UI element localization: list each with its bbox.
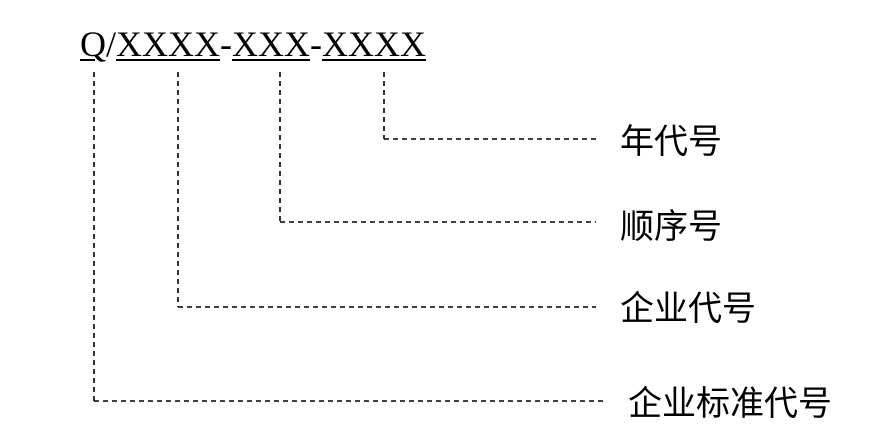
code-enterprise-segment: XXXX (116, 24, 221, 64)
code-prefix: Q (80, 24, 106, 64)
label-year-code: 年代号 (620, 122, 722, 162)
code-sequence-segment: XXX (232, 24, 311, 64)
code-year-segment: XXXX (322, 24, 427, 64)
code-slash: / (106, 24, 117, 64)
label-enterprise-standard-code: 企业标准代号 (628, 384, 832, 424)
code-dash-2: - (310, 24, 323, 64)
standard-code: Q/XXXX-XXX-XXXX (80, 22, 426, 66)
code-dash-1: - (220, 24, 233, 64)
label-enterprise-code: 企业代号 (620, 289, 756, 329)
label-sequence-number: 顺序号 (620, 207, 722, 247)
